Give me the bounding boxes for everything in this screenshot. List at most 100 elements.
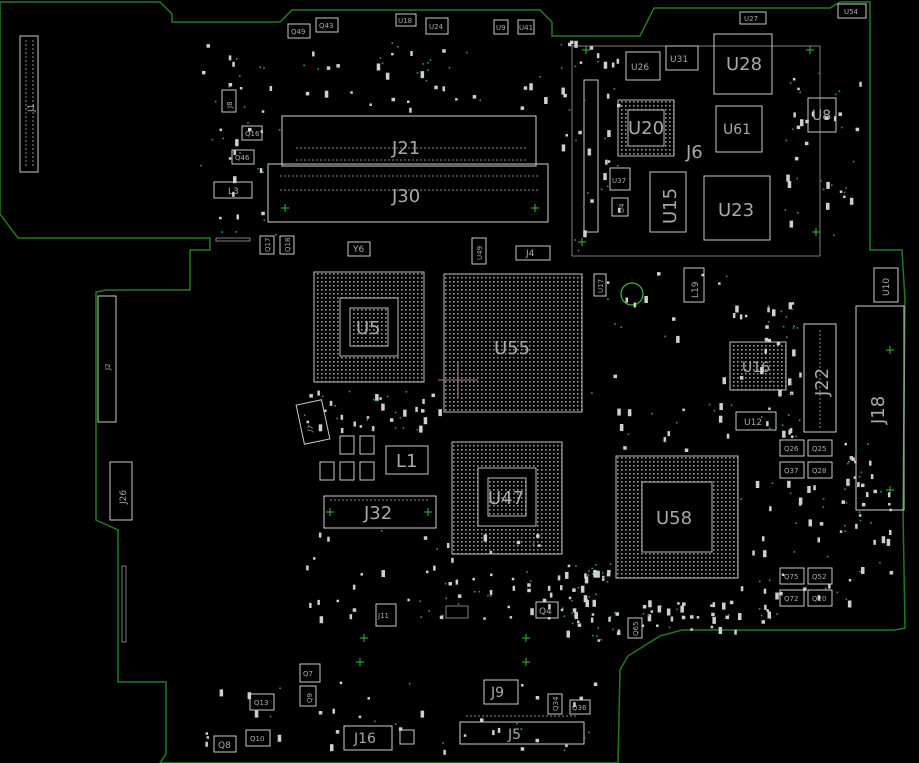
connector-j26 <box>109 461 133 521</box>
part-small-sq <box>399 729 415 745</box>
label-u24: U24 <box>429 23 444 31</box>
label-j16: J16 <box>353 731 376 747</box>
cap-b <box>359 435 375 455</box>
label-j9: J9 <box>490 685 504 701</box>
label-u47: U47 <box>488 488 524 509</box>
part-u23 <box>703 175 771 241</box>
via-scatter <box>200 40 894 755</box>
part-u18 <box>395 13 417 27</box>
label-u58: U58 <box>656 508 692 529</box>
label-u61: U61 <box>723 122 751 138</box>
label-j30: J30 <box>391 186 420 207</box>
connector-j22 <box>803 323 837 433</box>
chip-u47-core <box>487 477 527 517</box>
label-q28: Q28 <box>812 467 826 475</box>
part-u9 <box>493 19 509 35</box>
label-q46: Q46 <box>235 154 250 162</box>
label-j26: J26 <box>119 490 129 505</box>
label-u17: U17 <box>597 279 605 293</box>
chip-u55 <box>443 273 583 413</box>
label-j7: J7 <box>306 424 315 433</box>
label-u27: U27 <box>744 15 758 23</box>
label-q65: Q65 <box>632 622 640 636</box>
part-q37 <box>779 461 805 479</box>
part-u27 <box>739 11 767 25</box>
part-u49 <box>471 237 487 265</box>
label-u55: U55 <box>494 338 530 359</box>
part-u24 <box>425 17 449 35</box>
module-edge-pads <box>583 79 599 233</box>
label-u28: U28 <box>726 54 762 75</box>
label-q7: Q7 <box>303 670 313 678</box>
label-j2: J2 <box>104 363 112 371</box>
cap-a <box>339 435 355 455</box>
part-j4 <box>515 245 551 261</box>
part-q10 <box>245 729 271 747</box>
part-u10 <box>873 267 899 303</box>
connector-j1 <box>19 35 39 173</box>
part-resistor-a <box>215 237 251 242</box>
label-u31: U31 <box>670 55 688 65</box>
part-u41 <box>517 19 535 35</box>
chip-u20-die <box>627 109 665 147</box>
part-q72 <box>779 589 805 607</box>
part-q43 <box>315 17 339 33</box>
label-q37: Q37 <box>784 467 798 475</box>
part-q7 <box>299 663 321 683</box>
fiducial-marker <box>620 282 644 306</box>
label-u12: U12 <box>744 418 762 428</box>
part-array-a <box>445 605 469 619</box>
part-u54 <box>837 3 867 19</box>
cap-d <box>359 461 375 481</box>
label-j32: J32 <box>363 503 392 524</box>
label-j4: J4 <box>525 249 535 259</box>
label-q36: Q36 <box>572 704 587 712</box>
label-j5: J5 <box>507 727 521 743</box>
connector-j16 <box>343 725 393 751</box>
label-u26: U26 <box>631 63 649 73</box>
label-y6: Y6 <box>352 245 364 255</box>
label-u10: U10 <box>882 278 892 296</box>
slot-j30 <box>267 163 549 223</box>
label-q49: Q49 <box>291 28 305 36</box>
part-q16 <box>241 125 263 141</box>
part-u8 <box>807 97 837 133</box>
part-q26 <box>779 439 805 457</box>
part-q52 <box>807 567 833 585</box>
chip-u5-core <box>349 307 389 347</box>
part-u26 <box>625 51 661 81</box>
part-l1 <box>385 445 429 475</box>
part-q75 <box>779 567 805 585</box>
label-q72: Q72 <box>784 595 798 603</box>
part-u4 <box>611 197 629 217</box>
label-u8: U8 <box>812 108 831 124</box>
label-q34: Q34 <box>552 696 560 711</box>
part-l19 <box>683 267 705 303</box>
part-u28 <box>713 33 773 95</box>
part-u12 <box>735 411 777 431</box>
label-q17: Q17 <box>264 238 272 252</box>
label-q13: Q13 <box>254 699 268 707</box>
chip-u16 <box>729 341 787 391</box>
label-q52: Q52 <box>812 573 826 581</box>
part-q13 <box>249 693 275 711</box>
label-l1: L1 <box>396 451 417 472</box>
part-j11 <box>375 603 397 627</box>
part-q18 <box>279 235 295 255</box>
label-u23: U23 <box>718 200 754 221</box>
label-u20: U20 <box>628 118 664 139</box>
label-q18: Q18 <box>284 238 292 252</box>
label-j18: J18 <box>868 396 889 425</box>
label-q16: Q16 <box>245 130 260 138</box>
connector-j7 <box>295 399 331 445</box>
connector-j32 <box>323 495 437 529</box>
label-u9: U9 <box>496 24 506 32</box>
connector-j5 <box>459 721 585 745</box>
label-q10: Q10 <box>250 735 264 743</box>
part-q20 <box>807 589 833 607</box>
part-q46 <box>231 149 255 165</box>
label-q9: Q9 <box>306 693 314 703</box>
